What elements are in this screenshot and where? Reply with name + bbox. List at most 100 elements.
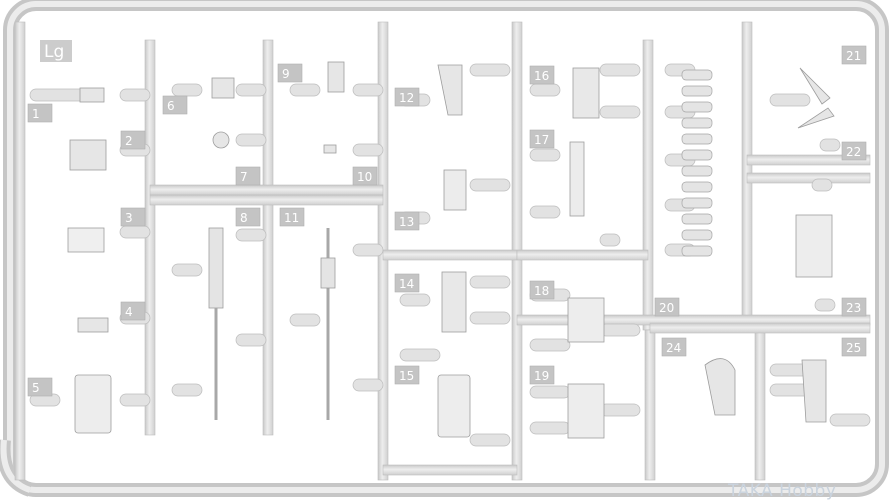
tag-box (529, 65, 555, 85)
sprue-parts (29, 61, 871, 447)
part-number-label: 14 (399, 277, 414, 291)
runner-horizontal (516, 249, 649, 261)
part-3 (67, 227, 105, 253)
gate-stub (469, 63, 511, 77)
gate-stub (819, 138, 841, 152)
part-number-tag: 12 (394, 87, 420, 107)
tag-box (352, 166, 378, 186)
part-number-tag: 20 (654, 297, 680, 317)
part-number-tag: 23 (841, 297, 867, 317)
tag-box (27, 377, 53, 397)
part-number-label: 21 (846, 49, 861, 63)
part-number-label: 2 (125, 134, 133, 148)
gate-stub (289, 313, 321, 327)
gate-stub (119, 393, 151, 407)
part-number-tag: 21 (841, 45, 867, 65)
part-8-body (208, 227, 224, 309)
tag-box (235, 207, 261, 227)
tag-box (120, 207, 146, 227)
part-20-link (681, 101, 713, 113)
part-19 (567, 383, 605, 439)
part-number-label: 13 (399, 215, 414, 229)
part-number-tag: 24 (661, 337, 687, 357)
gate-stub (235, 333, 267, 347)
tag-box (120, 130, 146, 150)
part-20-link (681, 213, 713, 225)
tag-box (841, 141, 867, 161)
part-7 (212, 131, 230, 149)
part-number-tag: 14 (394, 273, 420, 293)
part-number-label: 25 (846, 341, 861, 355)
gate-stub (529, 148, 561, 162)
part-number-tag: 7 (235, 166, 261, 186)
sprue-letter-tag: Lg (40, 40, 72, 62)
part-20-link (681, 181, 713, 193)
part-21 (799, 67, 831, 105)
part-number-tag: 1 (27, 103, 53, 123)
part-number-label: 12 (399, 91, 414, 105)
gate-stub (469, 275, 511, 289)
part-number-tag: 15 (394, 365, 420, 385)
part-23 (795, 214, 833, 278)
gate-stub (119, 225, 151, 239)
tag-box (394, 365, 420, 385)
part-17 (569, 141, 585, 217)
part-number-label: 6 (167, 99, 175, 113)
runner-vertical (754, 329, 766, 481)
part-number-tag: 18 (529, 280, 555, 300)
gate-stub (171, 383, 203, 397)
part-number-label: 3 (125, 211, 133, 225)
gate-stub (599, 233, 621, 247)
gate-stub (119, 88, 151, 102)
gate-stub (352, 143, 384, 157)
runner-vertical (642, 39, 654, 331)
part-number-label: 1 (32, 107, 40, 121)
part-number-label: 4 (125, 305, 133, 319)
gate-stub (289, 83, 321, 97)
part-5 (74, 374, 112, 434)
gate-stub (399, 348, 441, 362)
part-13 (443, 169, 467, 211)
part-number-tag: 19 (529, 365, 555, 385)
part-number-tag: 8 (235, 207, 261, 227)
part-number-label: 22 (846, 145, 861, 159)
tag-box (841, 45, 867, 65)
gate-stub (399, 293, 431, 307)
gate-stub (529, 83, 561, 97)
part-4 (77, 317, 109, 333)
part-number-label: 15 (399, 369, 414, 383)
part-number-tag: 3 (120, 207, 146, 227)
part-number-tag: 6 (162, 95, 188, 115)
runner-horizontal (746, 154, 871, 166)
gate-stub (352, 83, 384, 97)
gate-stub (599, 403, 641, 417)
part-number-tag: 25 (841, 337, 867, 357)
gate-stub (769, 93, 811, 107)
part-number-tag: 5 (27, 377, 53, 397)
gate-stub (529, 385, 571, 399)
part-number-label: 24 (666, 341, 681, 355)
part-number-label: 20 (659, 301, 674, 315)
gate-stub (599, 323, 641, 337)
runner-vertical (14, 21, 26, 481)
part-20-link (681, 69, 713, 81)
tag-box (27, 103, 53, 123)
part-20-link (681, 197, 713, 209)
gate-stub (814, 298, 836, 312)
gate-stub (469, 178, 511, 192)
part-20-link (681, 117, 713, 129)
part-24 (704, 358, 736, 416)
sprue-runners (14, 21, 871, 481)
part-number-tag: 16 (529, 65, 555, 85)
gate-stub (171, 83, 203, 97)
part-number-tag: 4 (120, 301, 146, 321)
part-number-tag: 17 (529, 129, 555, 149)
tag-box (654, 297, 680, 317)
part-20-link (681, 85, 713, 97)
tag-box (661, 337, 687, 357)
tag-box (277, 63, 303, 83)
part-25 (801, 359, 827, 423)
runner-horizontal (382, 249, 518, 261)
tag-box (841, 337, 867, 357)
